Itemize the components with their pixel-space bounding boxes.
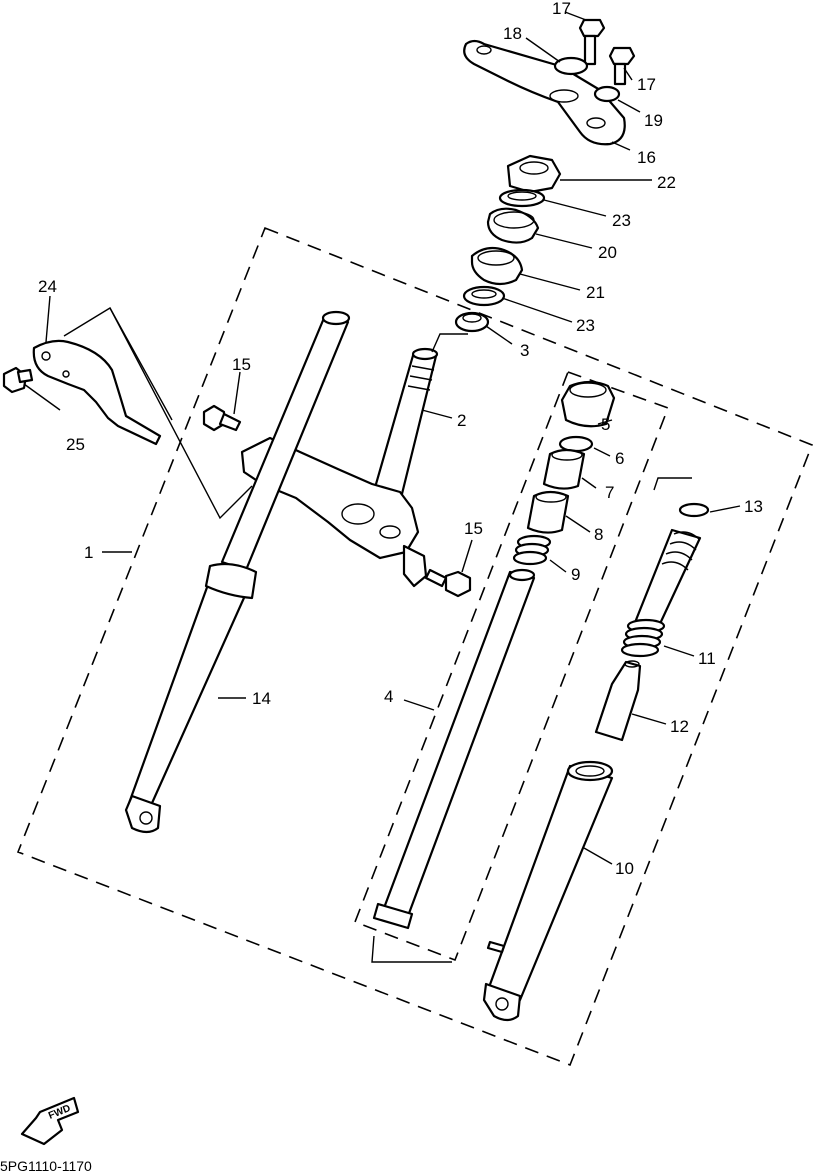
callout-7: 7 [605,483,614,502]
outer-tube-10 [482,760,614,1022]
bushing-7 [542,448,586,490]
callout-19: 19 [644,111,663,130]
upper-bracket [463,39,626,146]
assembly-outline-4 [353,370,670,962]
callout-12: 12 [670,717,689,736]
callout-2: 2 [457,411,466,430]
steering-stem [370,347,439,504]
fork-leg-14 [124,310,351,834]
washer-19 [593,85,621,103]
callout-11: 11 [698,649,716,668]
callout-16: 16 [637,148,656,167]
ball-race-23-upper [498,188,546,208]
callout-5: 5 [601,415,610,434]
callout-3: 3 [520,341,529,360]
callout-20: 20 [598,243,617,262]
callout-6: 6 [615,449,624,468]
callout-15a: 15 [232,355,251,374]
oil-seal-5 [560,380,616,428]
callout-10: 10 [615,859,634,878]
washer-18 [553,56,589,76]
fork-spring [634,528,702,630]
callout-17a: 17 [552,0,571,18]
taper-spindle-12 [594,660,642,742]
fwd-arrow-icon: FWD [20,1096,80,1146]
callout-18: 18 [503,24,522,43]
callout-8: 8 [594,525,603,544]
callout-9: 9 [571,565,580,584]
assembly-outline-1 [16,226,814,1067]
callout-23a: 23 [612,211,631,230]
leader-lines [23,11,741,963]
callout-4: 4 [384,687,393,706]
callout-23b: 23 [576,316,595,335]
bolt-15-upper [202,404,242,432]
callout-22: 22 [657,173,676,192]
callout-25: 25 [66,435,85,454]
bolt-17-left [578,18,606,66]
bolt-25 [2,366,34,394]
clip-6 [558,435,594,453]
callout-labels: 17 18 17 19 16 22 23 20 21 23 3 2 5 6 7 … [38,0,763,878]
callout-24: 24 [38,277,57,296]
callout-17b: 17 [637,75,656,94]
drawing-code: 5PG1110-1170 [0,1158,92,1173]
bearing-race-21 [470,246,524,286]
callout-21: 21 [586,283,605,302]
bushing-8 [526,490,570,534]
dust-seal-3 [454,311,490,333]
bracket-24 [32,339,162,446]
callout-1: 1 [84,543,93,562]
bearing-race-20 [486,207,540,244]
callout-14: 14 [252,689,271,708]
callout-15b: 15 [464,519,483,538]
spring-11 [620,618,666,658]
ring-nut-22 [506,154,562,194]
ball-race-23-lower [462,285,506,307]
callout-13: 13 [744,497,763,516]
spring-seat-13 [678,502,710,518]
bolt-17-right [608,46,636,86]
bolt-15-lower [424,568,472,598]
spring-9 [512,534,552,566]
inner-tube-4 [372,568,536,930]
